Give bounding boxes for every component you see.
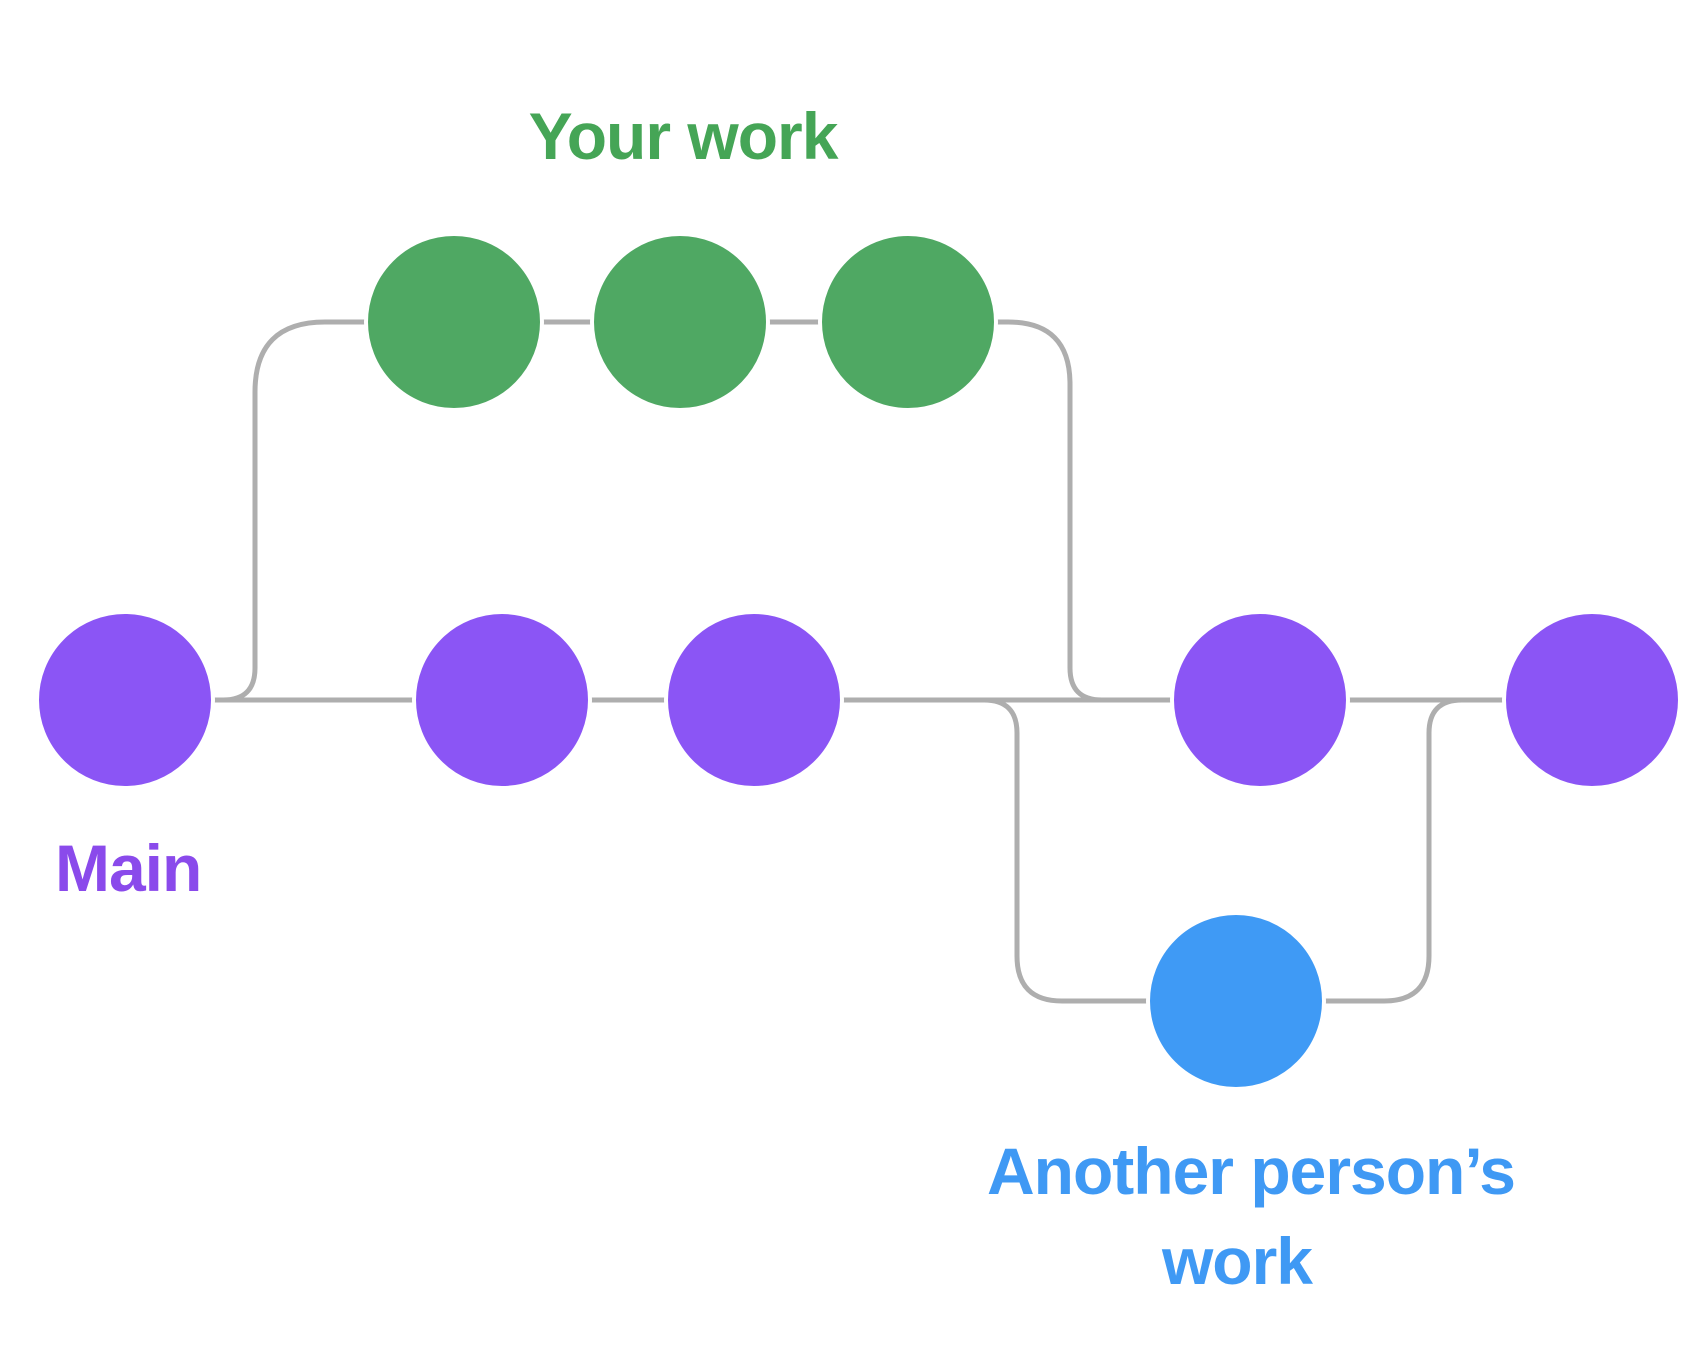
your-work-branch-label: Your work xyxy=(528,99,839,173)
commit-node-main-1 xyxy=(35,610,215,790)
commit-node-your-work-2 xyxy=(590,232,770,412)
your-work-branch-connector xyxy=(122,319,1263,703)
another-person-label-line1: Another person’s xyxy=(987,1134,1516,1208)
main-branch-label: Main xyxy=(55,831,202,905)
commit-node-your-work-3 xyxy=(818,232,998,412)
commit-node-main-2 xyxy=(412,610,592,790)
another-person-branch-label: Another person’s work xyxy=(987,1126,1516,1306)
another-person-label-line2: work xyxy=(1161,1224,1313,1298)
commit-node-main-4 xyxy=(1170,610,1350,790)
commit-node-another-person-1 xyxy=(1146,911,1326,1091)
commit-node-your-work-1 xyxy=(364,232,544,412)
commit-node-main-3 xyxy=(664,610,844,790)
commit-node-main-5 xyxy=(1502,610,1682,790)
